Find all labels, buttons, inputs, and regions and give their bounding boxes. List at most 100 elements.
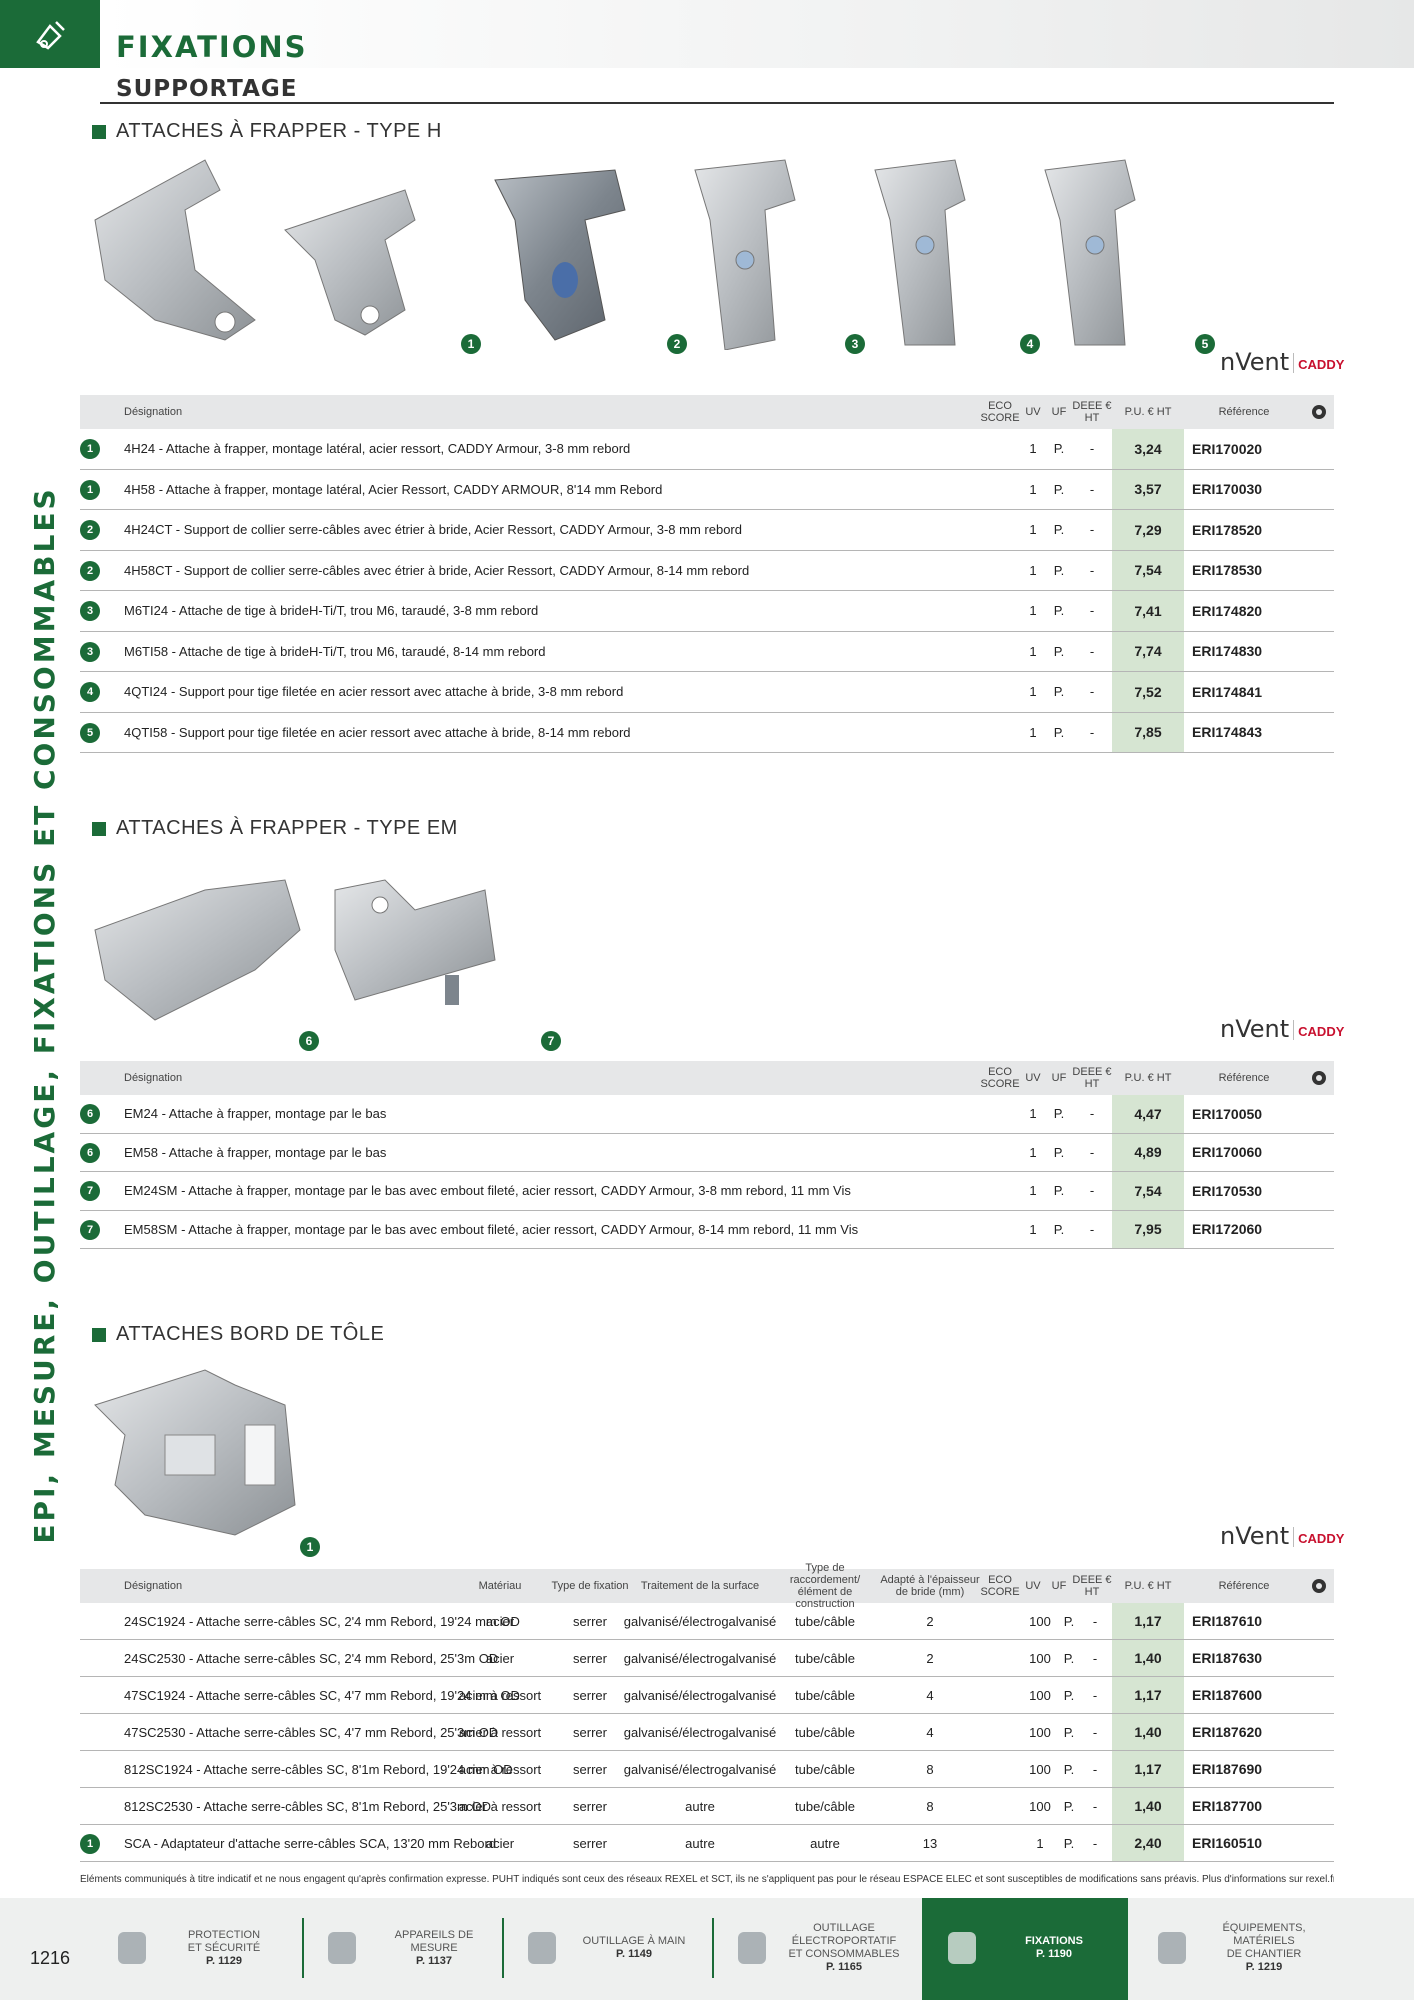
cell-reference: ERI187610 [1192, 1613, 1263, 1629]
cell-deee: - [1089, 1106, 1095, 1122]
cell-designation: 4H58CT - Support de collier serre-câbles… [124, 562, 750, 578]
brand-logo: nVent CADDY [1220, 348, 1345, 376]
cell-uf: P. [1053, 1183, 1065, 1199]
cell-designation: SCA - Adaptateur d'attache serre-câbles … [124, 1835, 497, 1851]
footer-separator [502, 1918, 504, 1978]
section-square-icon [92, 821, 106, 836]
cell-deee: - [1092, 1613, 1098, 1629]
col-reference: Référence [1218, 406, 1270, 418]
cell-materiau: acier [485, 1650, 515, 1666]
cell-designation: EM24SM - Attache à frapper, montage par … [124, 1183, 851, 1199]
product-image-type-h [94, 159, 1136, 350]
cell-designation: EM24 - Attache à frapper, montage par le… [124, 1106, 387, 1122]
cell-price: 3,24 [1112, 429, 1184, 469]
cell-uf: P. [1053, 562, 1065, 578]
section-square-icon [92, 1327, 106, 1342]
col-uf: UF [1051, 1580, 1067, 1592]
cell-uv: 100 [1029, 1650, 1051, 1666]
cell-raccordement: tube/câble [795, 1650, 855, 1666]
section-heading-type-h: ATTACHES À FRAPPER - TYPE H [92, 120, 442, 143]
col-materiau: Matériau [478, 1580, 522, 1592]
col-designation: Désignation [124, 1580, 183, 1592]
row-item-badge: 1 [80, 439, 100, 460]
col-raccordement: Type de raccordement/ élément de constru… [789, 1562, 861, 1610]
cell-traitement: galvanisé/électrogalvanisé [623, 1613, 777, 1629]
cell-reference: ERI187690 [1192, 1761, 1263, 1777]
cell-uf: P. [1063, 1650, 1075, 1666]
product-image-type-em [94, 879, 496, 1021]
recycle-icon [1312, 1071, 1326, 1085]
cell-price: 7,54 [1112, 1172, 1184, 1210]
multimeter-icon [310, 1916, 374, 1980]
cell-designation: 4QTI58 - Support pour tige filetée en ac… [124, 724, 631, 740]
cell-deee: - [1092, 1761, 1098, 1777]
cell-traitement: autre [685, 1798, 715, 1814]
cell-uf: P. [1053, 1144, 1065, 1160]
cell-traitement: autre [685, 1835, 715, 1851]
item-badge-2: 2 [667, 334, 687, 354]
cell-deee: - [1092, 1650, 1098, 1666]
cell-raccordement: tube/câble [795, 1798, 855, 1814]
recycle-icon [1312, 405, 1326, 419]
cell-type-fixation: serrer [573, 1687, 607, 1703]
item-badge-4: 4 [1020, 334, 1040, 354]
header-rule [100, 102, 1334, 104]
cell-price: 7,85 [1112, 712, 1184, 752]
brand-logo: nVent CADDY [1220, 1522, 1345, 1550]
cell-uv: 1 [1029, 643, 1037, 659]
row-item-badge: 7 [80, 1181, 100, 1202]
cell-uv: 100 [1029, 1724, 1051, 1740]
item-badge-6: 6 [299, 1031, 319, 1051]
header-band [100, 0, 1414, 68]
cell-price: 1,40 [1112, 1714, 1184, 1750]
cell-price: 7,54 [1112, 550, 1184, 590]
cell-uv: 1 [1029, 1183, 1037, 1199]
ladder-icon [1140, 1916, 1204, 1980]
cell-price: 1,17 [1112, 1603, 1184, 1639]
cell-deee: - [1089, 643, 1095, 659]
drill-icon [720, 1916, 784, 1980]
recycle-icon [1312, 1579, 1326, 1593]
col-uf: UF [1051, 406, 1067, 418]
cell-uf: P. [1053, 1221, 1065, 1237]
cell-uf: P. [1063, 1687, 1075, 1703]
cell-uv: 100 [1029, 1613, 1051, 1629]
row-item-badge: 2 [80, 560, 100, 581]
cell-type-fixation: serrer [573, 1650, 607, 1666]
col-designation: Désignation [124, 1072, 183, 1084]
cell-deee: - [1089, 522, 1095, 538]
cell-designation: 4H58 - Attache à frapper, montage latéra… [124, 481, 663, 497]
cell-uv: 1 [1029, 684, 1037, 700]
cell-uf: P. [1053, 522, 1065, 538]
recycle-icon-cell [1304, 1569, 1334, 1603]
cell-uf: P. [1053, 724, 1065, 740]
cell-traitement: galvanisé/électrogalvanisé [623, 1650, 777, 1666]
col-eco-score: ECO SCORE [980, 1574, 1020, 1598]
cell-uv: 1 [1029, 603, 1037, 619]
cell-raccordement: autre [810, 1835, 840, 1851]
cell-deee: - [1089, 481, 1095, 497]
table-row: 24SC1924 - Attache serre-câbles SC, 2'4 … [80, 1603, 1334, 1640]
cell-deee: - [1089, 724, 1095, 740]
cell-uf: P. [1053, 1106, 1065, 1122]
item-badge-7: 7 [541, 1031, 561, 1051]
row-item-badge: 2 [80, 520, 100, 541]
cell-deee: - [1089, 603, 1095, 619]
cell-uf: P. [1053, 684, 1065, 700]
